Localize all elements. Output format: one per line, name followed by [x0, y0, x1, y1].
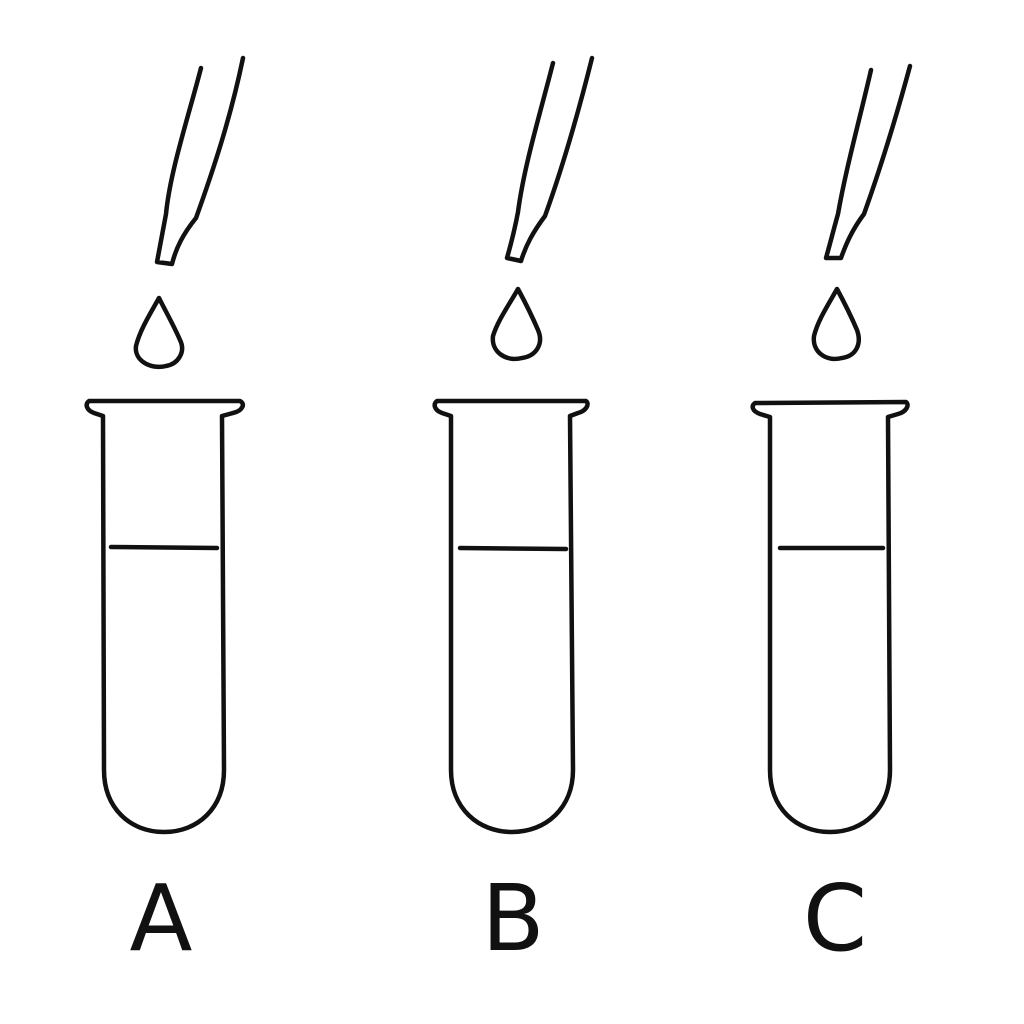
tube-group-c: C [750, 63, 913, 972]
tube-label-a: A [130, 865, 193, 972]
liquid-drop-c-icon [811, 286, 861, 362]
liquid-level-line-a [108, 544, 220, 551]
test-tube-a-icon [84, 398, 246, 835]
liquid-drop-b-icon [490, 286, 543, 362]
test-tube-b-icon [432, 398, 590, 835]
liquid-drop-a-icon [133, 295, 185, 370]
tube-label-c: C [803, 865, 867, 972]
tube-group-b: B [432, 55, 595, 972]
tube-label-b: B [481, 865, 544, 972]
dropper-pipette-a-icon [154, 55, 246, 267]
tube-group-a: A [84, 55, 246, 972]
dropper-pipette-c-icon [823, 63, 913, 261]
dropper-pipette-b-icon [504, 55, 595, 264]
test-tube-c-icon [750, 399, 910, 835]
liquid-level-line-b [457, 545, 569, 552]
